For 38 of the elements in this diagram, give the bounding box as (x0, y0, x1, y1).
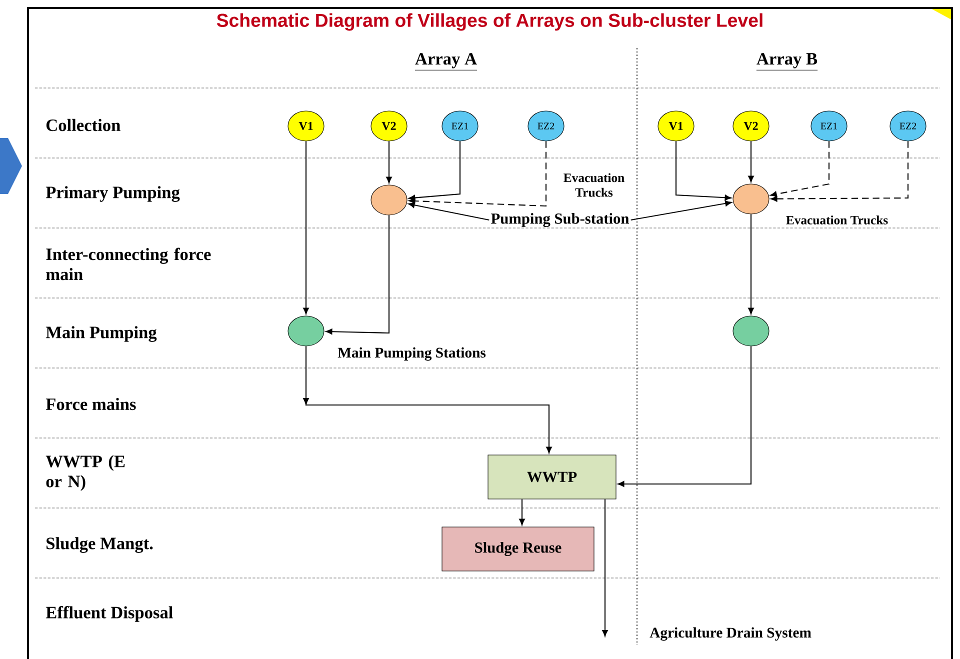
annotation: Evacuation Trucks (564, 173, 624, 197)
main-pumping-circle (288, 316, 324, 346)
arrow (408, 141, 547, 207)
arrow (408, 141, 461, 201)
main-pumping-circle (732, 316, 770, 346)
row-label: Effluent Disposal (46, 606, 173, 622)
arrow (408, 202, 490, 221)
treatment-plant-box: WWTP (488, 454, 616, 500)
arrow (386, 141, 392, 184)
title: Schematic Diagram of Villages of Arrays on Sub-cluster Level (216, 13, 762, 31)
arrow (770, 141, 830, 197)
pumping-station-circle (370, 184, 408, 216)
column-heading: Array B (756, 53, 818, 70)
row-label: WWTP (E or N) (46, 455, 125, 491)
row-label: Main Pumping (46, 326, 157, 342)
arrow (302, 346, 552, 454)
arrow (519, 499, 525, 526)
arrow (770, 141, 909, 202)
arrow (602, 499, 608, 637)
arrow (748, 214, 754, 314)
station-label: Pumping Sub-station (491, 212, 629, 227)
annotation: Agriculture Drain System (650, 627, 812, 641)
column-heading: Array A (414, 53, 478, 70)
arrow (675, 141, 732, 200)
row-label: Collection (46, 118, 120, 132)
annotation: Main Pumping Stations (338, 347, 486, 361)
row-label: Inter-connecting force main (46, 248, 211, 280)
arrow (303, 141, 309, 314)
annotation: Evacuation Trucks (786, 216, 888, 224)
sludge-box: Sludge Reuse (442, 526, 594, 572)
pumping-station-circle (732, 184, 770, 214)
row-label: Primary Pumping (46, 186, 180, 202)
row-label: Force mains (46, 398, 136, 410)
arrow (748, 141, 754, 182)
arrow (326, 215, 390, 334)
row-label: Sludge Mangt. (46, 537, 153, 553)
arrow (618, 346, 752, 487)
arrow (630, 200, 732, 221)
